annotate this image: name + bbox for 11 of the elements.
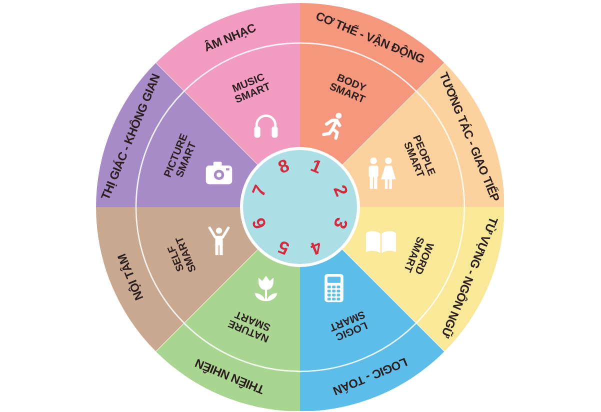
number-label: 1 (308, 156, 325, 178)
number-label: 8 (275, 156, 292, 178)
number-label: 4 (308, 236, 325, 258)
category-label: ÂM NHẠC (202, 22, 258, 54)
number-label: 6 (249, 215, 272, 232)
number-label: 2 (328, 182, 351, 199)
number-label: 5 (275, 236, 292, 258)
category-label: NỘI TÂM (116, 252, 146, 302)
number-label: 3 (328, 215, 351, 232)
category-label: CƠ THỂ - VẬN ĐỘNG (314, 10, 426, 66)
number-label: 7 (249, 182, 272, 199)
